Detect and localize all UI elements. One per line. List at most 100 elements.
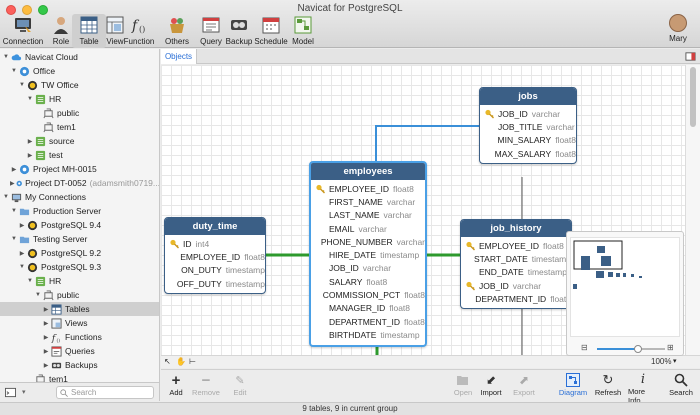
- disclosure-closed-icon[interactable]: ▶: [27, 152, 33, 159]
- zoom-out-icon[interactable]: ⊟: [581, 343, 588, 352]
- disclosure-closed-icon[interactable]: ▶: [43, 362, 49, 369]
- disclosure-open-icon[interactable]: ▼: [27, 96, 33, 102]
- tree-item-source[interactable]: ▶ source: [27, 136, 75, 146]
- pointer-tool-icon[interactable]: ↖: [164, 357, 171, 366]
- more-info-button[interactable]: i More Info: [628, 372, 658, 405]
- open-button[interactable]: Open: [448, 372, 478, 402]
- tree-item-production-server[interactable]: ▼ Production Server: [11, 206, 102, 216]
- tree-item-queries[interactable]: ▶ Queries: [43, 345, 95, 357]
- disclosure-closed-icon[interactable]: ▶: [10, 180, 15, 187]
- disclosure-open-icon[interactable]: ▼: [19, 264, 25, 270]
- minimap-zoom-slider[interactable]: [597, 345, 665, 353]
- hand-tool-icon[interactable]: ✋: [176, 357, 186, 366]
- tree-item-project-dt-0052[interactable]: ▶ Project DT-0052 (adamsmith0719...: [10, 178, 160, 188]
- toolbar-model-button[interactable]: Model: [286, 14, 320, 48]
- remove-button[interactable]: − Remove: [192, 371, 220, 398]
- disclosure-open-icon[interactable]: ▼: [11, 68, 17, 74]
- toolbar-view-button[interactable]: View: [98, 14, 132, 48]
- toolbar-others-button[interactable]: Others: [160, 14, 194, 48]
- tree-item-tw-office[interactable]: ▼ TW Office: [19, 80, 79, 90]
- disclosure-closed-icon[interactable]: ▶: [43, 348, 49, 355]
- tree-item-hr[interactable]: ▼ HR: [27, 94, 62, 104]
- diagram-view-button[interactable]: Diagram: [558, 372, 588, 402]
- tree-item-my-connections[interactable]: ▼ My Connections: [3, 192, 86, 202]
- tree-item-navicat-cloud[interactable]: ▼ Navicat Cloud: [3, 52, 78, 62]
- tree-item-public-schema[interactable]: ▼ public: [35, 289, 80, 300]
- tree-item-project-mh-0015[interactable]: ▶ Project MH-0015: [11, 164, 97, 174]
- tree-item-postgresql-9-3[interactable]: ▼ PostgreSQL 9.3: [19, 262, 102, 272]
- tree-item-test[interactable]: ▶ test: [27, 150, 63, 160]
- tree-item-tables[interactable]: ▶ Tables: [0, 302, 159, 316]
- refresh-button[interactable]: ↻ Refresh: [594, 372, 622, 397]
- tree-item-backups[interactable]: ▶ Backups: [43, 360, 98, 370]
- disclosure-closed-icon[interactable]: ▶: [11, 166, 17, 173]
- toolbar-function-button[interactable]: f() Function: [122, 14, 156, 48]
- console-icon[interactable]: [5, 387, 16, 398]
- edit-button[interactable]: ✎ Edit: [225, 372, 255, 402]
- disclosure-closed-icon[interactable]: ▶: [19, 222, 25, 229]
- import-button[interactable]: ⬋ Import: [480, 373, 502, 397]
- disclosure-open-icon[interactable]: ▼: [35, 292, 41, 298]
- toolbar-schedule-button[interactable]: Schedule: [254, 14, 288, 48]
- diagram-minimap[interactable]: ⊟ ⊞: [566, 231, 684, 356]
- export-button[interactable]: ⬈ Export: [513, 373, 535, 397]
- tree-item-tem1[interactable]: tem1: [0, 120, 159, 134]
- toolbar-query-button[interactable]: Query: [194, 14, 228, 48]
- zoom-window-button[interactable]: [38, 5, 48, 15]
- vertical-scrollbar[interactable]: [685, 65, 700, 355]
- disclosure-open-icon[interactable]: ▼: [11, 236, 17, 242]
- tree-item-postgresql-9-2[interactable]: ▶ PostgreSQL 9.2: [19, 248, 102, 258]
- disclosure-open-icon[interactable]: ▼: [3, 54, 9, 60]
- minimap-view[interactable]: [570, 237, 680, 337]
- minimize-window-button[interactable]: [22, 5, 32, 15]
- tab-objects[interactable]: Objects: [161, 49, 197, 64]
- zoom-dropdown-icon[interactable]: ▾: [673, 358, 677, 365]
- close-window-button[interactable]: [6, 5, 16, 15]
- toolbar-table-button[interactable]: Table: [72, 14, 106, 48]
- tree-item-functions[interactable]: ▶ f() Functions: [43, 332, 102, 343]
- tree-item-office[interactable]: ▼ Office: [11, 66, 56, 76]
- disclosure-closed-icon[interactable]: ▶: [43, 334, 49, 341]
- tree-item-tem1-schema[interactable]: tem1: [0, 372, 159, 382]
- options-dropdown-icon[interactable]: ▾: [22, 389, 26, 396]
- disclosure-closed-icon[interactable]: ▶: [19, 250, 25, 257]
- object-info-icon[interactable]: [685, 51, 696, 62]
- user-account[interactable]: Mary: [664, 14, 692, 43]
- search-button[interactable]: Search: [666, 372, 696, 402]
- zoom-level[interactable]: 100%: [651, 357, 672, 366]
- toolbar-role-button[interactable]: Role: [44, 14, 78, 48]
- disclosure-open-icon[interactable]: ▼: [19, 82, 25, 88]
- navigation-sidebar[interactable]: ▼ Navicat Cloud ▼ Office ▼ TW Office ▼ H…: [0, 49, 160, 382]
- minimap-zoom-knob[interactable]: [633, 345, 642, 353]
- scroll-thumb[interactable]: [690, 67, 696, 127]
- tree-item-hr-database[interactable]: ▼ HR: [27, 276, 62, 286]
- toolbar-connection-button[interactable]: Connection: [3, 14, 43, 48]
- sidebar-search-input[interactable]: Search: [56, 386, 154, 399]
- tree-item-testing-server[interactable]: ▼ Testing Server: [11, 234, 88, 244]
- tree-item-postgresql-9-4[interactable]: ▶ PostgreSQL 9.4: [19, 220, 102, 230]
